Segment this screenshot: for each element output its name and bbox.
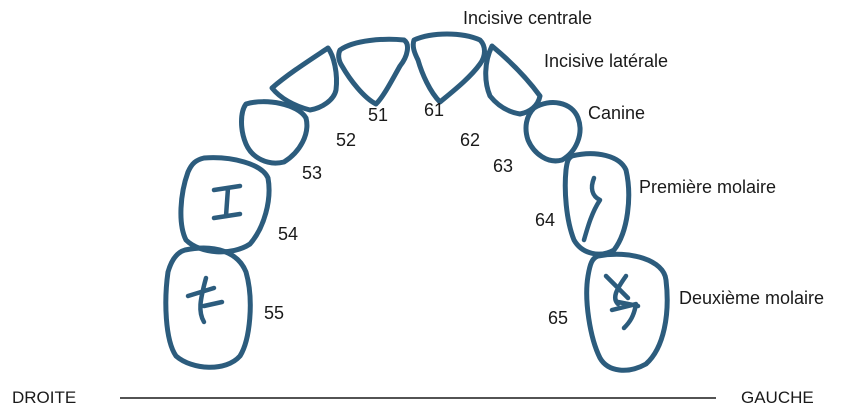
tooth-62-outline bbox=[486, 46, 540, 114]
label-lateral-incisor: Incisive latérale bbox=[544, 51, 668, 71]
tooth-51-outline bbox=[339, 39, 408, 104]
tooth-52-outline bbox=[272, 48, 337, 110]
tooth-number-63: 63 bbox=[493, 156, 513, 176]
tooth-number-61: 61 bbox=[424, 100, 444, 120]
tooth-number-51: 51 bbox=[368, 105, 388, 125]
tooth-53-outline bbox=[242, 102, 307, 163]
tooth-number-55: 55 bbox=[264, 303, 284, 323]
tooth-55-outline bbox=[166, 248, 250, 367]
tooth-number-53: 53 bbox=[302, 163, 322, 183]
tooth-number-54: 54 bbox=[278, 224, 298, 244]
tooth-64-groove bbox=[584, 178, 600, 240]
label-first-molar: Première molaire bbox=[639, 177, 776, 197]
tooth-54-groove bbox=[214, 186, 240, 218]
tooth-number-62: 62 bbox=[460, 130, 480, 150]
tooth-number-64: 64 bbox=[535, 210, 555, 230]
tooth-number-65: 65 bbox=[548, 308, 568, 328]
tooth-61-outline bbox=[413, 34, 484, 102]
tooth-55-groove bbox=[188, 278, 222, 322]
tooth-number-52: 52 bbox=[336, 130, 356, 150]
tooth-65-outline bbox=[587, 254, 667, 370]
label-canine: Canine bbox=[588, 103, 645, 123]
label-second-molar: Deuxième molaire bbox=[679, 288, 824, 308]
tooth-63-outline bbox=[526, 103, 580, 161]
tooth-65-groove bbox=[606, 276, 638, 328]
label-left-side: GAUCHE bbox=[741, 388, 814, 407]
label-right-side: DROITE bbox=[12, 388, 76, 407]
label-central-incisor: Incisive centrale bbox=[463, 8, 592, 28]
